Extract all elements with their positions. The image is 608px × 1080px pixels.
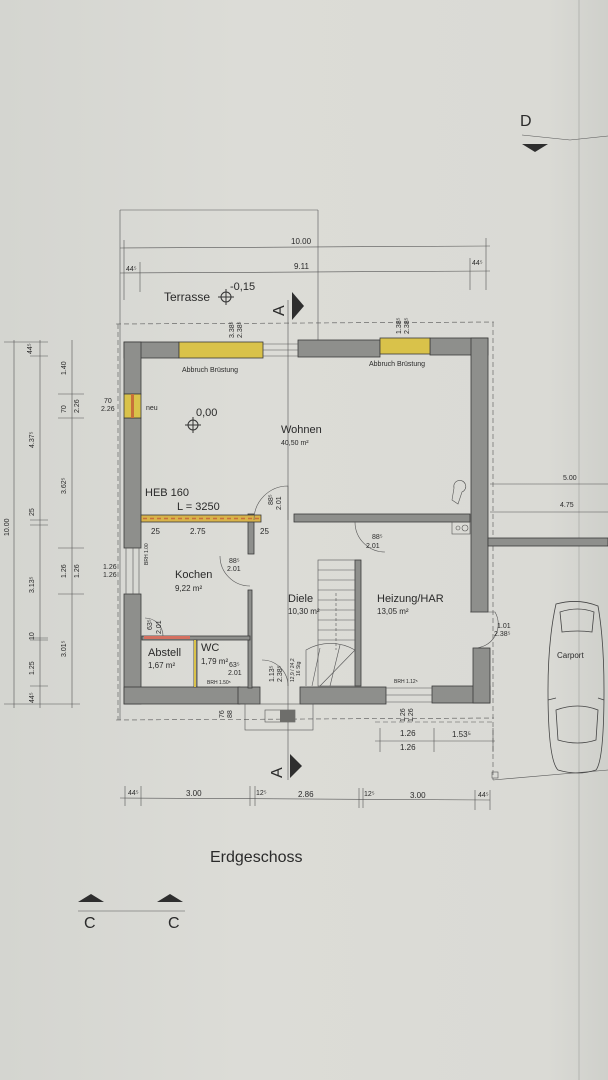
dim-window-right-w: 1.38⁵: [396, 317, 403, 334]
dim-left-a1: 4.37⁵: [29, 431, 36, 448]
section-marker-d: D: [520, 113, 532, 130]
room-kochen-name: Kochen: [175, 569, 213, 581]
drawing-title: Erdgeschoss: [210, 849, 303, 866]
room-wc-name: WC: [201, 642, 220, 654]
brh-wc: BRH 1.50⁵: [207, 680, 231, 686]
dim-window-kochen-w: 1.26: [103, 564, 117, 571]
brh-heizung: BRH 1.12⁵: [394, 679, 418, 685]
dim-left-b4: 3.01⁵: [61, 640, 68, 657]
dim-beam-left: 25: [151, 527, 160, 536]
dim-bottom-3: 2.86: [298, 790, 314, 799]
stair-steps: 16 Stg: [296, 661, 302, 676]
dim-bottom-1: 3.00: [186, 789, 202, 798]
dim-carport-b: 4.75: [560, 502, 574, 509]
beam-length: L = 3250: [177, 501, 220, 513]
dim-window-neu-h: 2.26: [101, 406, 115, 413]
dim-top-right-wall: 44⁵: [472, 260, 483, 267]
dim-left-b1: 70: [61, 405, 68, 413]
dim-window-right-h: 2.38⁵: [404, 317, 411, 334]
dim-bottom-5: 3.00: [410, 791, 426, 800]
dim-bottom-6: 44⁵: [478, 792, 489, 799]
dim-window-wc-w: 76: [219, 710, 226, 718]
dim-door-wohnen-w: 88⁵: [268, 494, 275, 505]
abbruch-right-label: Abbruch Brüstung: [369, 361, 426, 368]
dim-window-wc-h: 88: [227, 710, 234, 718]
dim-bottom-heiz-b: 1.26: [400, 743, 416, 752]
dim-door-wc-h: 2.01: [228, 670, 242, 677]
dim-bottom-0: 44⁵: [128, 790, 139, 797]
dim-window-kochen-h: 1.26: [103, 572, 117, 579]
dim-door-heizung-w: 88⁵: [372, 534, 383, 541]
room-diele-area: 10,30 m²: [288, 607, 320, 616]
section-marker-a-top: A: [271, 305, 288, 316]
dim-door-kochen-w: 88⁵: [229, 558, 240, 565]
dim-beam-mid: 2.75: [190, 527, 206, 536]
terrace-label: Terrasse: [164, 290, 211, 304]
dim-left-a3: 3.13⁵: [29, 576, 36, 593]
dim-door-kochen-h: 2.01: [227, 566, 241, 573]
dim-bottom-heiz-a: 1.26: [400, 729, 416, 738]
section-marker-a-bottom: A: [269, 767, 286, 778]
room-kochen-area: 9,22 m²: [175, 584, 203, 593]
room-abstell-area: 1,67 m²: [148, 661, 176, 670]
room-diele-name: Diele: [288, 593, 314, 605]
dim-bottom-2: 12⁵: [256, 790, 267, 797]
dim-door-abstell-w: 63⁵: [147, 619, 154, 630]
dim-door-abstell-h: 2.01: [156, 620, 163, 634]
dim-left-a2: 25: [29, 508, 36, 516]
dim-window-heiz-h: 1.26: [408, 708, 415, 722]
dim-bottom-heiz-c: 1.53⁵: [452, 730, 471, 739]
floor-level: 0,00: [196, 407, 218, 419]
section-marker-c-right: C: [168, 915, 180, 932]
beam-label: HEB 160: [145, 487, 190, 499]
room-wc-area: 1,79 m²: [201, 657, 229, 666]
dim-window-left-h: 2.38⁵: [237, 321, 244, 338]
dim-door-heizung-h: 2.01: [366, 543, 380, 550]
dim-door-entry-h: 2.38⁵: [277, 665, 284, 682]
dim-left-a0: 44⁵: [27, 343, 34, 354]
dim-left-c0: 2.26: [74, 399, 81, 413]
dim-carport-a: 5.00: [563, 475, 577, 482]
dim-left-overall: 10.00: [4, 518, 11, 536]
dim-left-a4: 10: [29, 632, 36, 640]
dim-top-inner: 9.11: [294, 262, 309, 271]
dim-window-heiz-w: 1.26: [400, 708, 407, 722]
dim-left-c1: 1.26: [74, 564, 81, 578]
dim-left-a5: 1.25: [29, 661, 36, 675]
room-abstell-name: Abstell: [148, 647, 182, 659]
dim-door-side-w: 1.01: [497, 623, 511, 630]
dim-window-neu-w: 70: [104, 398, 112, 405]
dim-left-a6: 44⁵: [29, 692, 36, 703]
dim-left-b3: 1.26: [61, 564, 68, 578]
dim-door-wohnen-h: 2.01: [276, 496, 283, 510]
room-carport-name: Carport: [557, 651, 584, 660]
neu-label: neu: [146, 405, 158, 412]
room-heizung-name: Heizung/HAR: [377, 593, 444, 605]
room-heizung-area: 13,05 m²: [377, 607, 409, 616]
dim-beam-right: 25: [260, 527, 269, 536]
section-marker-c-left: C: [84, 915, 96, 932]
room-wohnen-name: Wohnen: [281, 424, 322, 436]
brh-kochen: BRH 1.00: [144, 543, 150, 565]
dim-door-entry-w: 1.13⁵: [269, 665, 276, 682]
dim-door-side-h: 2.38⁵: [494, 631, 511, 638]
terrace-level: -0,15: [230, 281, 256, 293]
room-wohnen-area: 40,50 m²: [281, 440, 309, 447]
dim-bottom-4: 12⁵: [364, 791, 375, 798]
dim-door-wc-w: 63⁵: [229, 662, 240, 669]
dim-left-b2: 3.62⁵: [61, 477, 68, 494]
abbruch-left-label: Abbruch Brüstung: [182, 367, 239, 374]
dim-top-overall: 10.00: [291, 237, 312, 246]
dim-window-left-w: 3.38⁵: [229, 321, 236, 338]
dim-top-left-wall: 44⁵: [126, 266, 137, 273]
dim-left-b0: 1.40: [61, 361, 68, 375]
